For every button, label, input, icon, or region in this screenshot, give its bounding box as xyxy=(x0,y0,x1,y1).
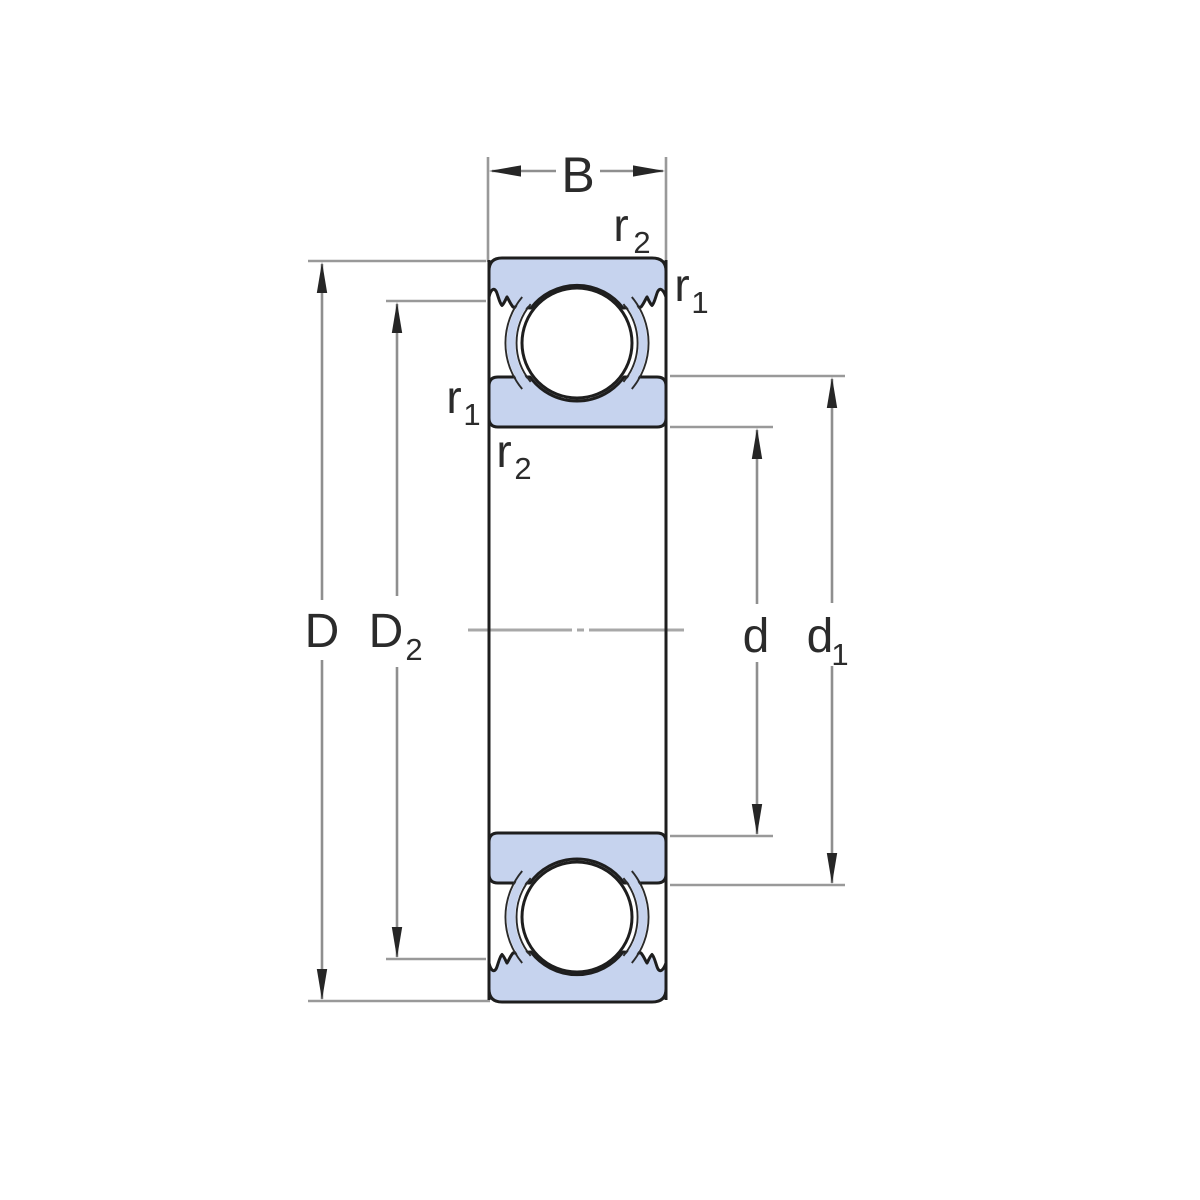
cage-top-left-inner-edge xyxy=(515,303,532,383)
cage-top-right-band xyxy=(624,297,648,389)
cage-top-right-inner-edge xyxy=(622,303,639,383)
arrow-d-bottom xyxy=(751,804,763,835)
dim-label-B: B xyxy=(561,147,594,203)
witness-lines xyxy=(308,157,845,1003)
dim-label-d: d xyxy=(743,610,770,663)
dim-label-r1-right: r xyxy=(674,259,689,311)
cage-top-left-band xyxy=(506,297,530,389)
arrow-d1-bottom xyxy=(826,853,838,884)
ball-bottom xyxy=(520,860,634,974)
arrowheads xyxy=(316,165,838,1000)
dim-label-d1: d xyxy=(807,610,834,663)
dim-label-D2-subscript: 2 xyxy=(405,632,422,667)
dim-label-d1-subscript: 1 xyxy=(831,637,848,672)
bearing-body xyxy=(487,256,668,1004)
dimension-labels: B D D 2 d d 1 r 2 r 1 r 1 r 2 xyxy=(305,147,849,672)
arrow-D2-bottom xyxy=(391,927,403,958)
arrow-d1-top xyxy=(826,377,838,408)
dim-label-r1-left-subscript: 1 xyxy=(463,397,480,432)
cage-top-left-outer-edge xyxy=(504,296,523,390)
dim-label-r1-left: r xyxy=(446,371,461,423)
dim-label-D2: D xyxy=(369,605,404,658)
dim-label-D: D xyxy=(305,605,340,658)
arrow-D-top xyxy=(316,262,328,293)
cage-top-right-outer-edge xyxy=(631,296,650,390)
dimension-lines xyxy=(320,169,834,999)
dim-label-r2-left-subscript: 2 xyxy=(514,451,531,486)
arrow-D2-top xyxy=(391,302,403,333)
cage-top xyxy=(504,296,650,390)
dim-label-r2-left: r xyxy=(496,425,511,477)
dim-label-r2-top-subscript: 2 xyxy=(633,225,650,260)
dim-label-r1-right-subscript: 1 xyxy=(691,285,708,320)
outer-ring-top-section xyxy=(487,256,668,310)
arrow-d-top xyxy=(751,428,763,459)
arrow-D-bottom xyxy=(316,969,328,1000)
arrow-B-left xyxy=(489,165,521,177)
dim-label-r2-top: r xyxy=(613,199,628,251)
arrow-B-right xyxy=(633,165,665,177)
ball-top xyxy=(520,286,634,400)
